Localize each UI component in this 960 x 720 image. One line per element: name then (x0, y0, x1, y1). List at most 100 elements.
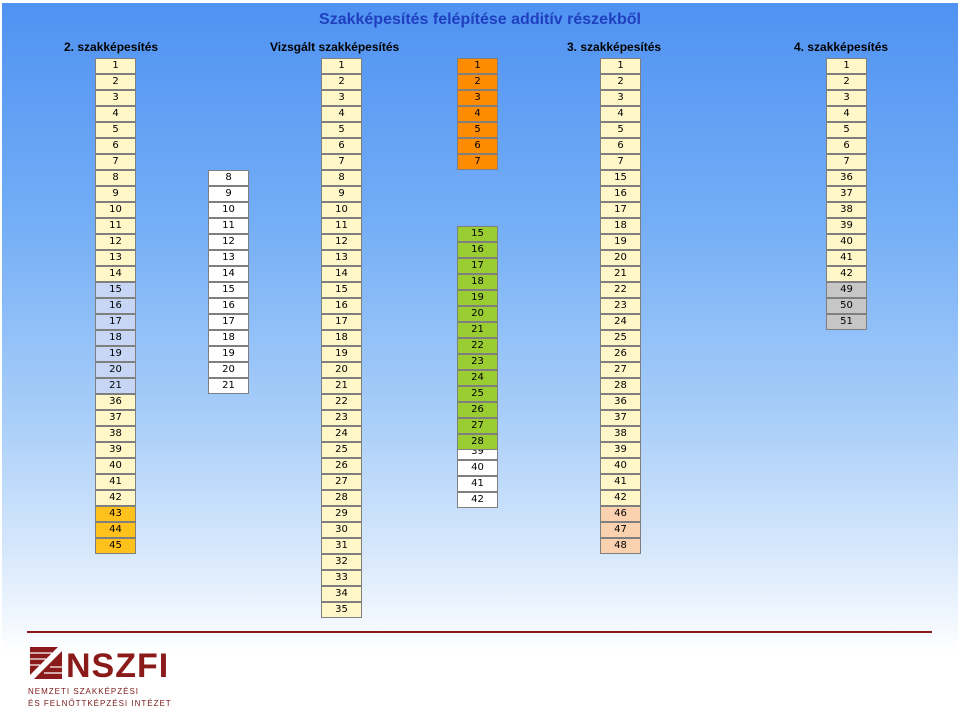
module-cell: 23 (457, 354, 498, 370)
module-cell: 6 (321, 138, 362, 154)
module-cell: 13 (321, 250, 362, 266)
module-cell: 44 (95, 522, 136, 538)
module-cell: 45 (95, 538, 136, 554)
module-cell: 21 (600, 266, 641, 282)
module-cell: 31 (321, 538, 362, 554)
module-cell: 13 (95, 250, 136, 266)
module-cell: 42 (95, 490, 136, 506)
module-cell: 19 (321, 346, 362, 362)
module-cell: 2 (95, 74, 136, 90)
page-title: Szakképesítés felépítése additív részekb… (319, 11, 641, 28)
module-cell: 26 (457, 402, 498, 418)
module-cell: 16 (208, 298, 249, 314)
module-cell: 25 (600, 330, 641, 346)
module-cell: 43 (95, 506, 136, 522)
module-cell: 21 (321, 378, 362, 394)
module-cell: 1 (321, 58, 362, 74)
module-cell: 41 (600, 474, 641, 490)
module-cell: 39 (826, 218, 867, 234)
module-cell: 27 (321, 474, 362, 490)
module-cell: 10 (321, 202, 362, 218)
module-cell: 37 (826, 186, 867, 202)
module-cell: 1 (457, 58, 498, 74)
module-cell: 4 (600, 106, 641, 122)
module-cell: 25 (321, 442, 362, 458)
module-cell: 19 (600, 234, 641, 250)
module-cell: 8 (208, 170, 249, 186)
module-cell: 37 (600, 410, 641, 426)
module-cell: 16 (600, 186, 641, 202)
module-cell: 4 (457, 106, 498, 122)
module-cell: 48 (600, 538, 641, 554)
module-cell: 36 (600, 394, 641, 410)
module-cell: 8 (95, 170, 136, 186)
module-cell: 4 (826, 106, 867, 122)
module-cell: 41 (457, 476, 498, 492)
module-cell: 13 (208, 250, 249, 266)
module-cell: 2 (600, 74, 641, 90)
module-cell: 20 (600, 250, 641, 266)
module-cell: 47 (600, 522, 641, 538)
module-cell: 17 (321, 314, 362, 330)
module-cell: 1 (95, 58, 136, 74)
module-cell: 3 (826, 90, 867, 106)
module-cell: 8 (321, 170, 362, 186)
logo-line-1: NEMZETI SZAKKÉPZÉSI (28, 687, 140, 696)
module-cell: 6 (457, 138, 498, 154)
module-cell: 50 (826, 298, 867, 314)
module-cell: 3 (600, 90, 641, 106)
module-cell: 16 (95, 298, 136, 314)
module-cell: 18 (457, 274, 498, 290)
module-cell: 4 (321, 106, 362, 122)
module-cell: 26 (321, 458, 362, 474)
logo-name: NSZFI (66, 647, 169, 685)
module-cell: 42 (457, 492, 498, 508)
module-cell: 3 (457, 90, 498, 106)
module-cell: 41 (826, 250, 867, 266)
module-cell: 41 (95, 474, 136, 490)
module-cell: 17 (600, 202, 641, 218)
module-cell: 7 (600, 154, 641, 170)
module-cell: 5 (600, 122, 641, 138)
module-cell: 12 (208, 234, 249, 250)
module-cell: 9 (321, 186, 362, 202)
module-cell: 19 (208, 346, 249, 362)
module-cell: 14 (321, 266, 362, 282)
module-cell: 42 (600, 490, 641, 506)
module-cell: 38 (826, 202, 867, 218)
module-cell: 11 (321, 218, 362, 234)
module-cell: 12 (321, 234, 362, 250)
module-cell: 38 (600, 426, 641, 442)
module-cell: 30 (321, 522, 362, 538)
module-cell: 40 (457, 460, 498, 476)
module-cell: 7 (457, 154, 498, 170)
module-cell: 7 (826, 154, 867, 170)
module-cell: 3 (95, 90, 136, 106)
module-cell: 15 (321, 282, 362, 298)
module-cell: 10 (95, 202, 136, 218)
module-cell: 22 (321, 394, 362, 410)
module-cell: 2 (321, 74, 362, 90)
module-cell: 40 (600, 458, 641, 474)
logo-mark-icon: NSZFI (30, 647, 169, 685)
module-cell: 20 (208, 362, 249, 378)
module-cell: 42 (826, 266, 867, 282)
module-cell: 32 (321, 554, 362, 570)
module-cell: 10 (208, 202, 249, 218)
module-cell: 9 (208, 186, 249, 202)
module-cell: 19 (457, 290, 498, 306)
module-cell: 16 (321, 298, 362, 314)
header-4-szakkepesites: 4. szakképesítés (794, 40, 889, 54)
module-cell: 5 (321, 122, 362, 138)
module-cell: 35 (321, 602, 362, 618)
module-cell: 20 (321, 362, 362, 378)
module-cell: 6 (95, 138, 136, 154)
module-cell: 19 (95, 346, 136, 362)
module-cell: 6 (600, 138, 641, 154)
module-cell: 11 (95, 218, 136, 234)
module-cell: 24 (321, 426, 362, 442)
module-cell: 15 (95, 282, 136, 298)
module-cell: 7 (95, 154, 136, 170)
module-cell: 24 (600, 314, 641, 330)
module-cell: 5 (826, 122, 867, 138)
